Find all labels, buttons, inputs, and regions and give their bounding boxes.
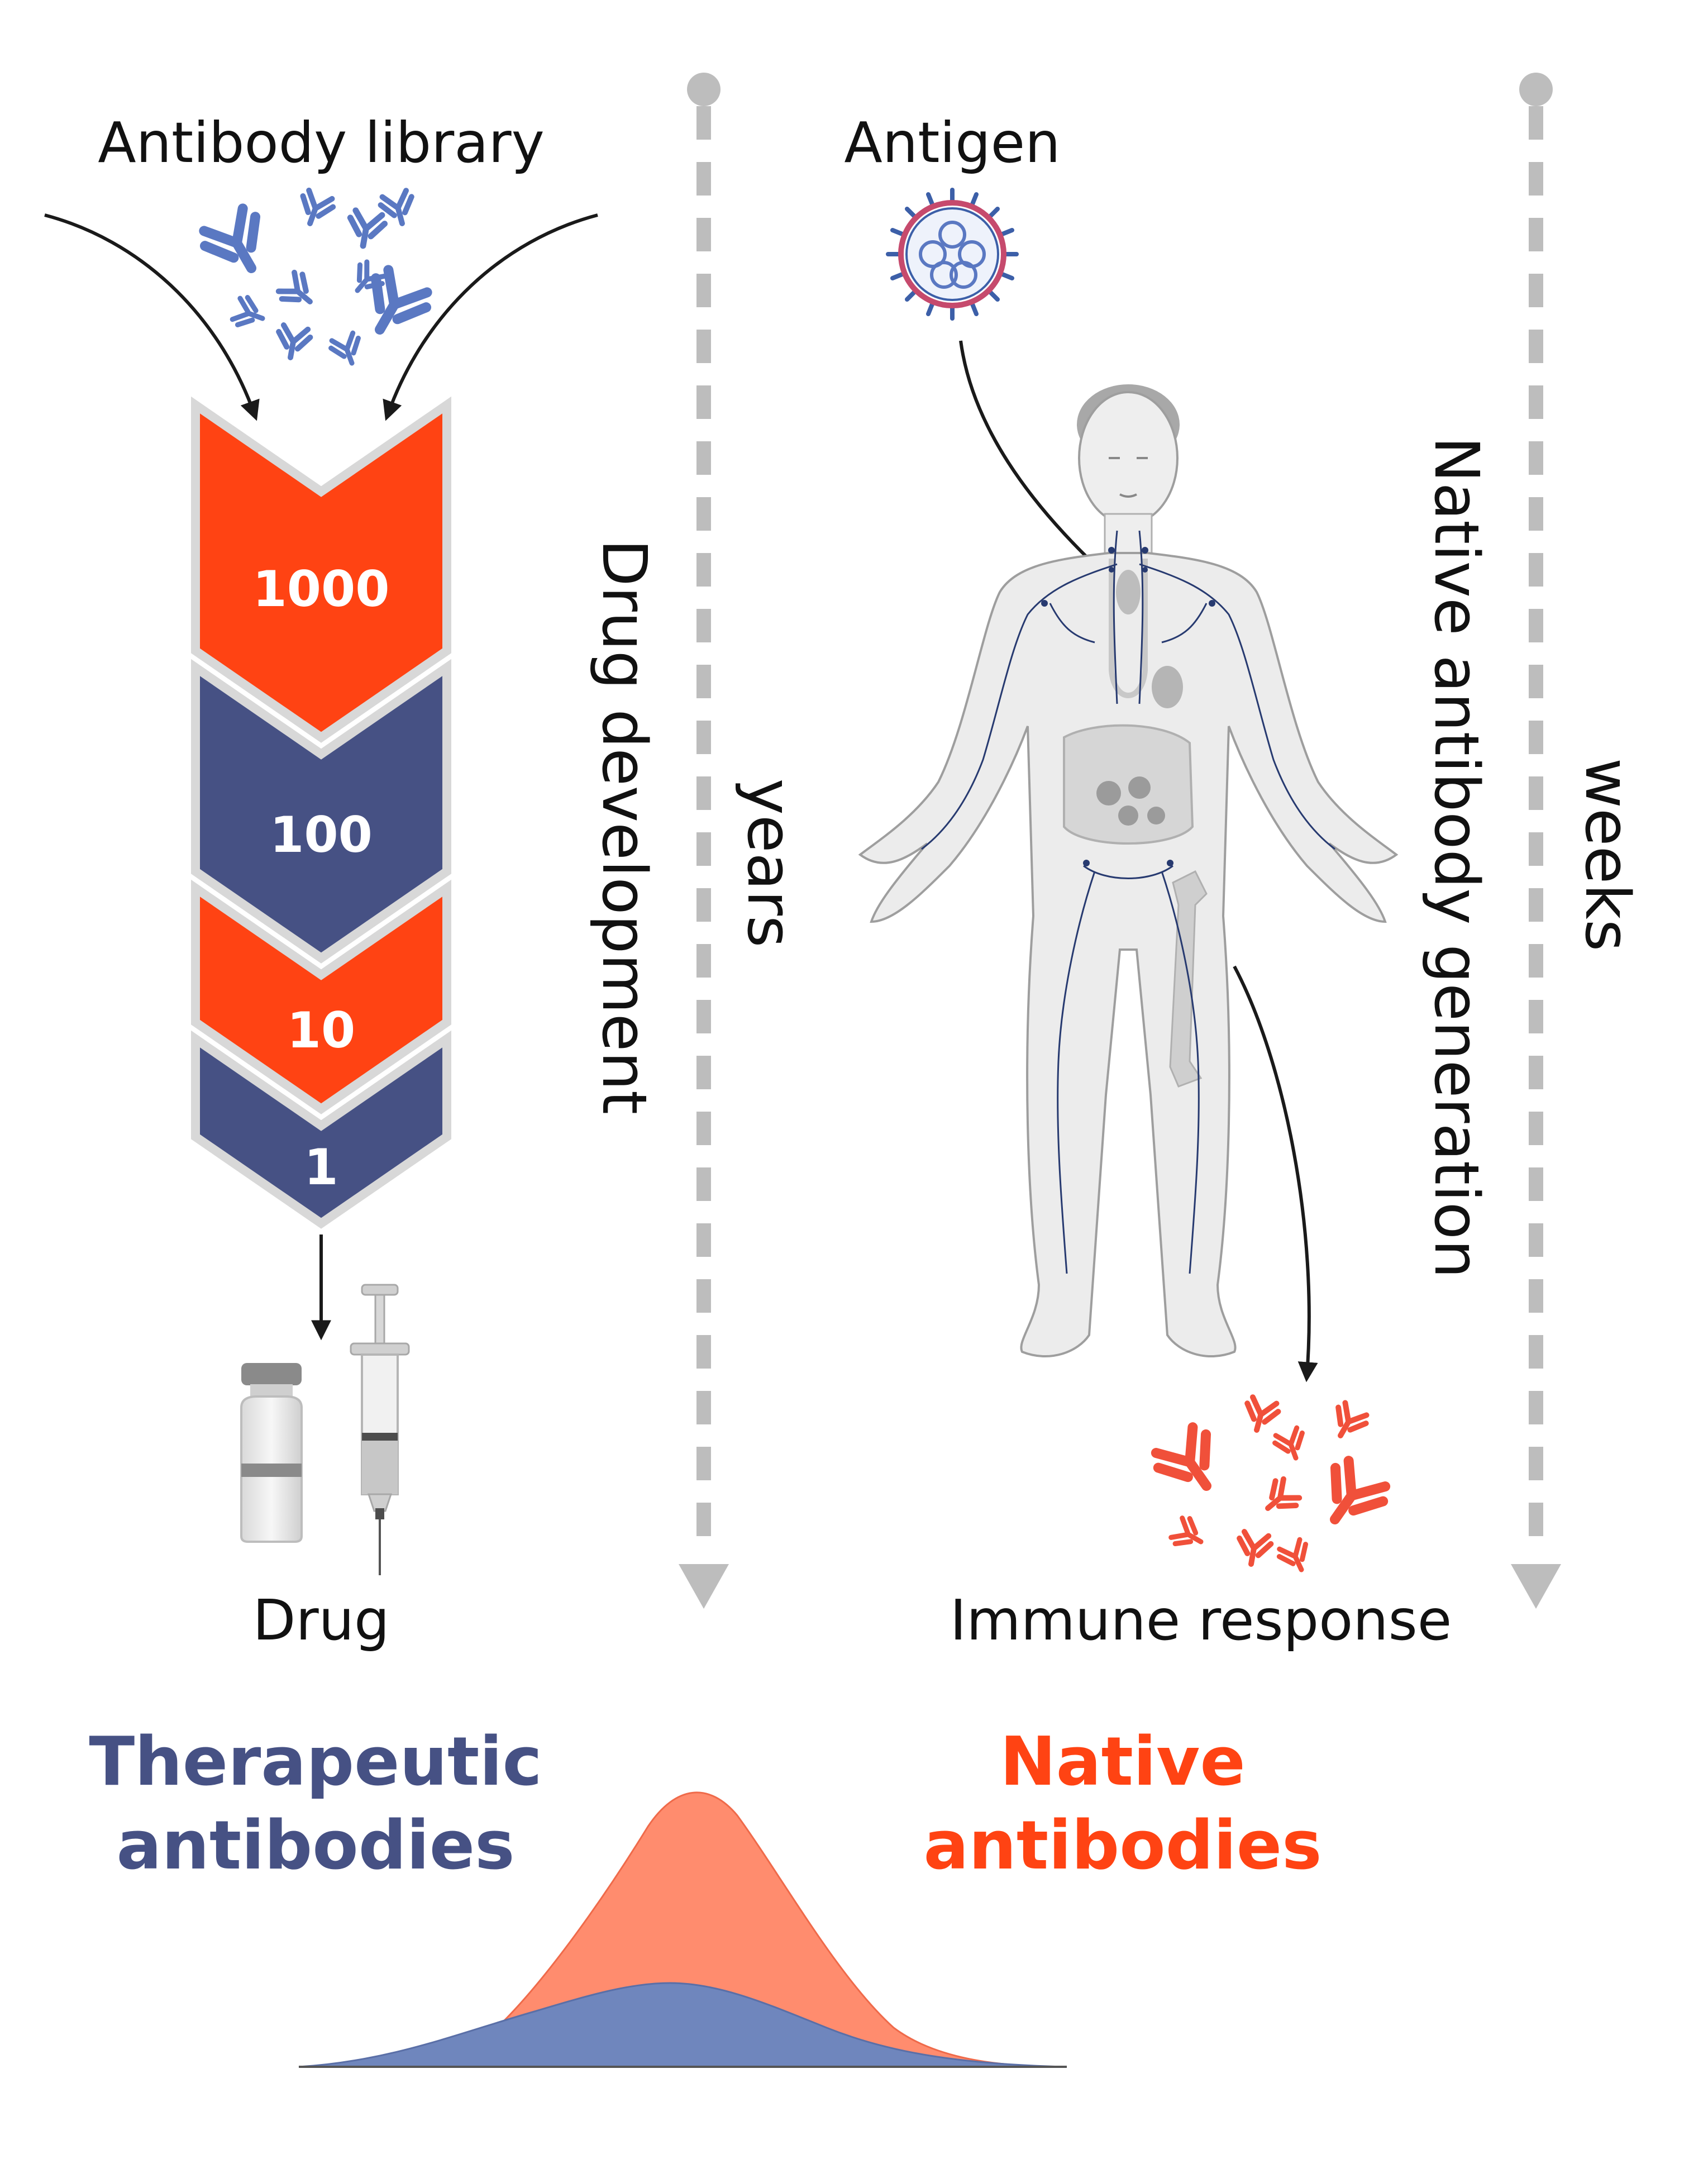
distribution-plot <box>298 1791 1067 2068</box>
immune-response-antibodies-icon <box>1151 1396 1391 1576</box>
funnel-count-10: 10 <box>287 1002 355 1059</box>
funnel-count-100: 100 <box>270 806 373 864</box>
antigen-to-body-arrow <box>959 340 1112 581</box>
drug-development-label: Drug development <box>589 539 660 1114</box>
therapeutic-distribution <box>298 1982 1067 2068</box>
native-antibody-generation-label: Native antibody generation <box>1421 436 1492 1278</box>
immune-response-label: Immune response <box>950 1588 1452 1653</box>
virus-icon <box>886 188 1019 321</box>
therapeutic-antibodies-title-line2: antibodies <box>116 1807 514 1885</box>
funnel-stage-10 <box>191 879 451 1114</box>
library-arrow-right <box>383 213 598 421</box>
body-to-response-arrow <box>1233 965 1318 1383</box>
syringe-icon <box>350 1284 410 1575</box>
vial-icon <box>240 1363 303 1543</box>
antibody-library-label: Antibody library <box>98 110 545 175</box>
funnel-count-1: 1 <box>304 1138 338 1196</box>
weeks-label: weeks <box>1572 758 1643 951</box>
years-timeline <box>679 73 729 1609</box>
therapeutic-antibodies-title-line1: Therapeutic <box>89 1723 542 1801</box>
native-antibodies-title-line2: antibodies <box>923 1807 1321 1885</box>
native-antibodies-title-line1: Native <box>1000 1723 1246 1801</box>
weeks-timeline <box>1511 73 1561 1609</box>
funnel-stage-1 <box>191 1030 451 1229</box>
drug-label: Drug <box>253 1588 390 1653</box>
antibody-library-icon <box>198 189 433 368</box>
years-label: years <box>734 779 805 948</box>
funnel-count-1000: 1000 <box>253 560 390 618</box>
selection-funnel <box>191 396 451 1229</box>
funnel-stage-1000 <box>191 396 451 743</box>
funnel-stage-100 <box>191 659 451 964</box>
antigen-label: Antigen <box>844 110 1060 175</box>
library-arrow-left <box>44 213 260 421</box>
human-body-illustration <box>858 384 1399 1357</box>
